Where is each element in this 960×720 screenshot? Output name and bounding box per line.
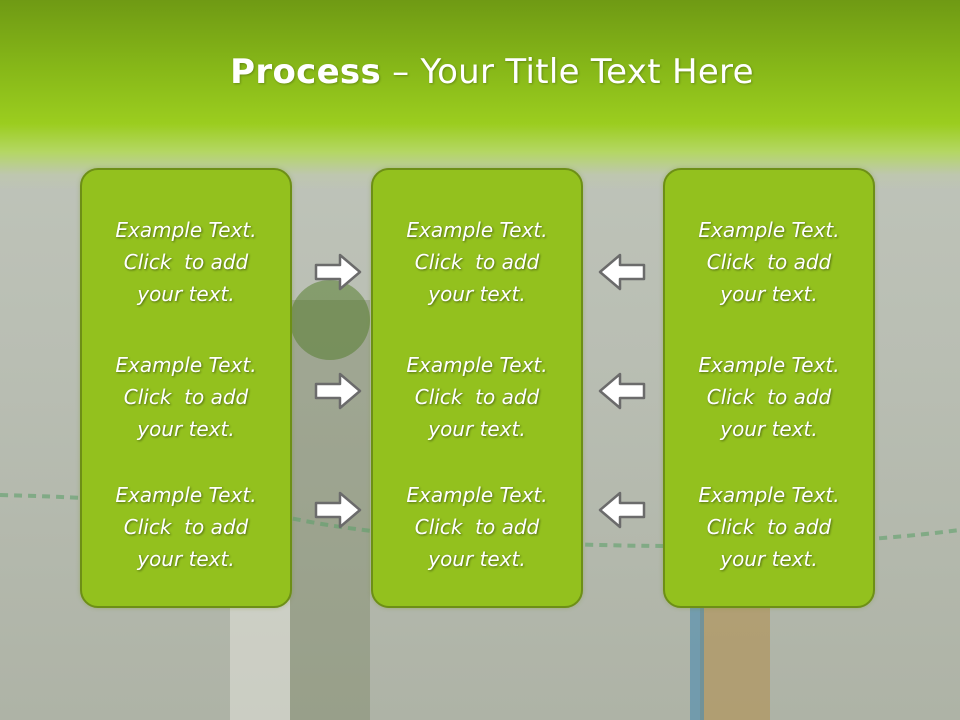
text-block[interactable]: Example Text. Click to add your text. <box>373 479 581 575</box>
text-line: Example Text. <box>698 483 840 507</box>
text-line: Example Text. <box>406 483 548 507</box>
text-block[interactable]: Example Text. Click to add your text. <box>82 349 290 445</box>
text-line: Example Text. <box>698 353 840 377</box>
text-line: your text. <box>137 417 235 441</box>
text-block[interactable]: Example Text. Click to add your text. <box>665 479 873 575</box>
text-block[interactable]: Example Text. Click to add your text. <box>373 214 581 310</box>
text-line: Click to add <box>123 385 249 409</box>
text-line: Click to add <box>123 250 249 274</box>
text-line: your text. <box>720 547 818 571</box>
slide-title[interactable]: Process – Your Title Text Here <box>0 52 960 92</box>
text-block[interactable]: Example Text. Click to add your text. <box>665 214 873 310</box>
right-arrow-icon <box>314 253 362 291</box>
text-block[interactable]: Example Text. Click to add your text. <box>665 349 873 445</box>
text-line: Click to add <box>706 250 832 274</box>
text-line: Example Text. <box>406 218 548 242</box>
right-arrow-icon <box>314 372 362 410</box>
right-arrow-icon <box>314 491 362 529</box>
left-arrow-icon <box>598 253 646 291</box>
text-line: Click to add <box>414 515 540 539</box>
text-line: Click to add <box>414 385 540 409</box>
text-line: your text. <box>137 282 235 306</box>
text-line: Click to add <box>123 515 249 539</box>
text-line: Click to add <box>414 250 540 274</box>
text-line: Click to add <box>706 515 832 539</box>
text-block[interactable]: Example Text. Click to add your text. <box>373 349 581 445</box>
process-box-3[interactable]: Example Text. Click to add your text. Ex… <box>663 168 875 608</box>
title-rest: – Your Title Text Here <box>381 52 754 92</box>
text-line: your text. <box>720 282 818 306</box>
title-bold: Process <box>230 52 382 92</box>
text-line: Example Text. <box>115 218 257 242</box>
text-line: Example Text. <box>406 353 548 377</box>
text-line: your text. <box>720 417 818 441</box>
title-bar <box>0 0 960 190</box>
text-block[interactable]: Example Text. Click to add your text. <box>82 479 290 575</box>
text-line: Example Text. <box>115 483 257 507</box>
process-box-1[interactable]: Example Text. Click to add your text. Ex… <box>80 168 292 608</box>
process-box-2[interactable]: Example Text. Click to add your text. Ex… <box>371 168 583 608</box>
text-line: your text. <box>428 417 526 441</box>
text-line: Click to add <box>706 385 832 409</box>
text-line: your text. <box>428 282 526 306</box>
text-block[interactable]: Example Text. Click to add your text. <box>82 214 290 310</box>
text-line: your text. <box>428 547 526 571</box>
text-line: Example Text. <box>115 353 257 377</box>
text-line: your text. <box>137 547 235 571</box>
text-line: Example Text. <box>698 218 840 242</box>
left-arrow-icon <box>598 372 646 410</box>
left-arrow-icon <box>598 491 646 529</box>
